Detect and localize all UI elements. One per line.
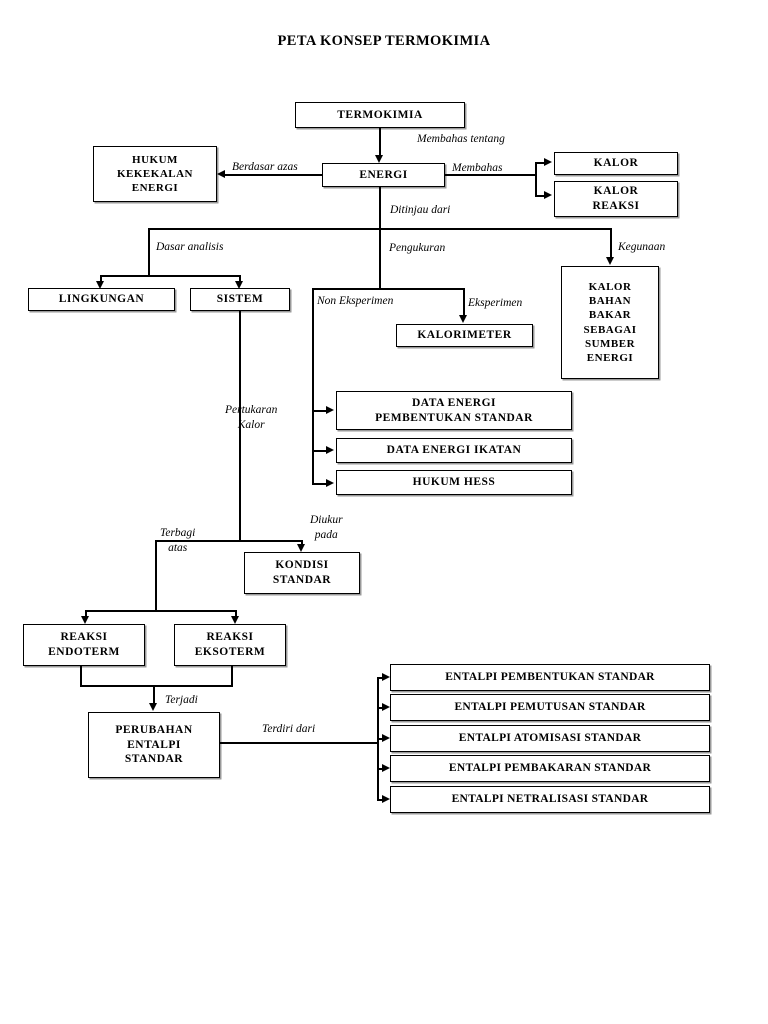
arrowhead-sistem [235,281,243,289]
edge-hukum-hess-branch [312,483,328,485]
node-hukum-hess[interactable]: HUKUM HESS [336,470,572,495]
node-kalor[interactable]: KALOR [554,152,678,175]
node-entalpi-pemutusan-standar[interactable]: ENTALPI PEMUTUSAN STANDAR [390,694,710,721]
node-entalpi-pembakaran-standar[interactable]: ENTALPI PEMBAKARAN STANDAR [390,755,710,782]
edge-energi-down [379,187,381,229]
arrowhead-hukum-kekekalan [217,170,225,178]
edge-energi-hukum-kekekalan [225,174,322,176]
node-entalpi-netralisasi-standar[interactable]: ENTALPI NETRALISASI STANDAR [390,786,710,813]
node-termokimia[interactable]: TERMOKIMIA [295,102,465,128]
edge-non-eksperimen-bus [312,288,314,484]
arrowhead-kondisi-standar [297,544,305,552]
edge-label-membahas: Membahas [452,162,503,174]
edge-label-kegunaan: Kegunaan [618,241,666,253]
page-title: PETA KONSEP TERMOKIMIA [277,33,491,49]
arrowhead-data-energi-ikatan [326,446,334,454]
edge-reaksi-endoterm-drop [85,610,87,618]
edge-label-terdiri-dari: Terdiri dari [262,723,316,735]
edge-label-ditinjau-dari: Ditinjau dari [390,204,451,216]
node-energi[interactable]: ENERGI [322,163,445,187]
arrowhead-kalor-reaksi [544,191,552,199]
node-entalpi-pembentukan-standar[interactable]: ENTALPI PEMBENTUKAN STANDAR [390,664,710,691]
edge-label-diukur-pada: Diukur pada [310,514,343,541]
edge-sistem-split [155,540,302,542]
arrowhead-kalor [544,158,552,166]
edge-entalpi-netralisasi-branch [377,799,385,801]
arrowhead-entalpi-pembentukan-standar [382,673,390,681]
node-sistem[interactable]: SISTEM [190,288,290,311]
edge-entalpi-pembentukan-branch [377,677,385,679]
edge-sistem-drop [239,275,241,283]
node-reaksi-endoterm[interactable]: REAKSI ENDOTERM [23,624,145,666]
arrowhead-kalorimeter [459,315,467,323]
node-reaksi-eksoterm[interactable]: REAKSI EKSOTERM [174,624,286,666]
arrowhead-reaksi-eksoterm [231,616,239,624]
edge-label-terbagi-atas: Terbagi atas [160,527,196,554]
node-kalor-reaksi[interactable]: KALOR REAKSI [554,181,678,217]
edge-label-eksperimen: Eksperimen [468,297,523,309]
arrowhead-entalpi-pembakaran-standar [382,764,390,772]
node-data-energi-pembentukan-standar[interactable]: DATA ENERGI PEMBENTUKAN STANDAR [336,391,572,430]
arrowhead-energi-top [375,155,383,163]
edge-label-pengukuran: Pengukuran [389,242,446,254]
arrowhead-data-energi-pembentukan-standar [326,406,334,414]
edge-dasar-analisis-drop [148,228,150,276]
node-perubahan-entalpi-standar[interactable]: PERUBAHAN ENTALPI STANDAR [88,712,220,778]
edge-kondisi-standar-drop [301,540,303,545]
edge-terjadi-drop [153,685,155,704]
node-data-energi-ikatan[interactable]: DATA ENERGI IKATAN [336,438,572,463]
edge-label-dasar-analisis: Dasar analisis [156,241,224,253]
edge-kegunaan-drop [610,228,612,258]
edge-label-berdasar-azas: Berdasar azas [232,161,298,173]
node-entalpi-atomisasi-standar[interactable]: ENTALPI ATOMISASI STANDAR [390,725,710,752]
edge-pengukuran-split [312,288,464,290]
arrowhead-perubahan-entalpi-standar [149,703,157,711]
edge-reaksi-split [85,610,236,612]
edge-endoterm-join [80,666,82,686]
edge-label-membahas-tentang: Membahas tentang [417,133,505,145]
edge-lingkungan-drop [100,275,102,283]
edge-sistem-trunk [239,311,241,540]
edge-termokimia-energi [379,128,381,155]
edge-terdiri-dari-stem [220,742,378,744]
edge-eksoterm-join [231,666,233,686]
edge-kalor-bus [535,163,537,196]
arrowhead-reaksi-endoterm [81,616,89,624]
node-kalorimeter[interactable]: KALORIMETER [396,324,533,347]
edge-label-terjadi: Terjadi [165,694,198,706]
edge-reaksi-eksoterm-drop [235,610,237,618]
edge-label-non-eksperimen: Non Eksperimen [317,295,394,307]
edge-dasar-analisis-split [100,275,240,277]
edge-entalpi-atomisasi-branch [377,738,385,740]
edge-kalor-branch-bottom [535,195,546,197]
edge-reaksi-merge-bus [80,685,233,687]
edge-data-energi-ikatan-branch [312,450,328,452]
edge-pengukuran-drop [379,228,381,288]
arrowhead-entalpi-atomisasi-standar [382,734,390,742]
arrowhead-lingkungan [96,281,104,289]
edge-data-energi-pembentukan-branch [312,410,328,412]
edge-reaksi-trunk [155,540,157,610]
edge-kalor-branch-top [535,162,546,164]
node-kondisi-standar[interactable]: KONDISI STANDAR [244,552,360,594]
arrowhead-hukum-hess [326,479,334,487]
node-hukum-kekekalan-energi[interactable]: HUKUM KEKEKALAN ENERGI [93,146,217,202]
node-kalor-bahan-bakar-sebagai-sumber-energi[interactable]: KALOR BAHAN BAKAR SEBAGAI SUMBER ENERGI [561,266,659,379]
edge-label-pertukaran-kalor: Pertukaran Kalor [225,404,278,431]
edge-energi-kalor-stem [445,174,536,176]
edge-entalpi-pembakaran-branch [377,768,385,770]
edge-kalorimeter-drop [463,288,465,316]
node-lingkungan[interactable]: LINGKUNGAN [28,288,175,311]
edge-entalpi-pemutusan-branch [377,707,385,709]
arrowhead-entalpi-pemutusan-standar [382,703,390,711]
arrowhead-entalpi-netralisasi-standar [382,795,390,803]
arrowhead-kalor-bahan-bakar [606,257,614,265]
